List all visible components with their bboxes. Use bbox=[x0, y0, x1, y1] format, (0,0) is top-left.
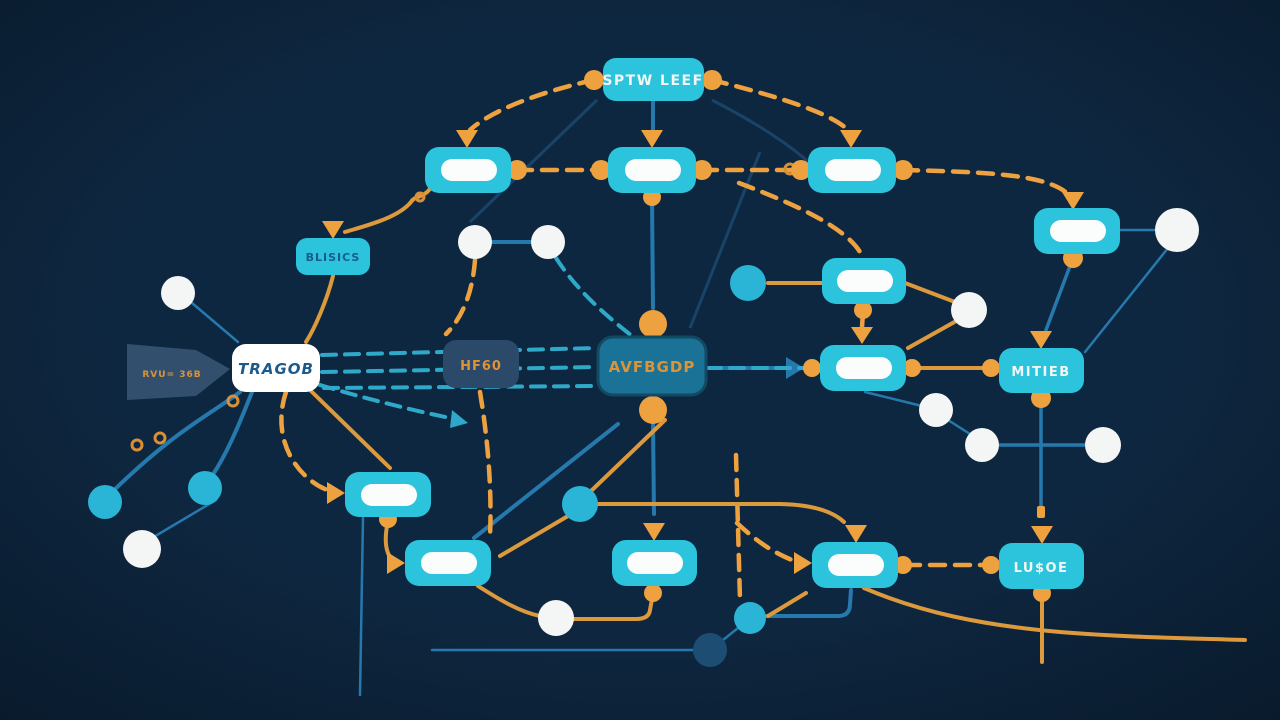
pill bbox=[361, 484, 417, 506]
blue-arrowhead bbox=[786, 357, 804, 379]
labeled-boxes: SPTW LEEF BLISICS TRAGOB HF60 AVFBGDP MI… bbox=[127, 58, 1084, 589]
node-blisics[interactable]: BLISICS bbox=[296, 238, 370, 275]
node-lusoe[interactable]: LU$OE bbox=[999, 543, 1084, 589]
white-circle[interactable] bbox=[161, 276, 195, 310]
edge-circle-to-tragob bbox=[190, 301, 240, 344]
lusoe-text: LU$OE bbox=[1014, 561, 1069, 576]
teal-circle[interactable] bbox=[88, 485, 122, 519]
edge-b-to-miteb bbox=[1044, 256, 1075, 332]
edge-navy-to-teal bbox=[721, 626, 740, 642]
white-circle[interactable] bbox=[1155, 208, 1199, 252]
node-top-label[interactable]: SPTW LEEF bbox=[602, 58, 704, 101]
pill bbox=[627, 552, 683, 574]
white-circle[interactable] bbox=[531, 225, 565, 259]
navy-circle[interactable] bbox=[693, 633, 727, 667]
top-label-text: SPTW LEEF bbox=[602, 73, 703, 89]
hf60-text: HF60 bbox=[460, 359, 502, 374]
pill bbox=[828, 554, 884, 576]
miteb-text: MITIEB bbox=[1011, 365, 1070, 380]
node-box-c1[interactable] bbox=[822, 258, 906, 304]
edge-c2-to-circle bbox=[863, 390, 924, 408]
pill bbox=[836, 357, 892, 379]
pill bbox=[625, 159, 681, 181]
blisics-text: BLISICS bbox=[306, 251, 361, 264]
node-box-b[interactable] bbox=[1034, 208, 1120, 254]
edge-teal-to-white bbox=[150, 498, 218, 540]
node-miteb[interactable]: MITIEB bbox=[999, 348, 1084, 393]
pill bbox=[1050, 220, 1106, 242]
tragob-text: TRAGOB bbox=[238, 360, 314, 378]
node-box-a1[interactable] bbox=[425, 147, 511, 193]
teal-circle[interactable] bbox=[188, 471, 222, 505]
node-avfbgdp[interactable]: AVFBGDP bbox=[596, 335, 708, 397]
white-circle[interactable] bbox=[1085, 427, 1121, 463]
arrowheads bbox=[322, 130, 1084, 574]
pill bbox=[837, 270, 893, 292]
teal-circle[interactable] bbox=[734, 602, 766, 634]
knot-marks bbox=[130, 162, 797, 452]
edge-a2-to-avf bbox=[650, 195, 655, 310]
node-box-a2[interactable] bbox=[608, 147, 696, 193]
node-box-d1[interactable] bbox=[345, 472, 431, 517]
teal-arrowhead bbox=[450, 410, 468, 428]
avfbgdp-text: AVFBGDP bbox=[609, 358, 696, 376]
edge-teal-elbow-d4 bbox=[762, 588, 853, 618]
edge-tragob-to-teal2 bbox=[210, 390, 254, 478]
node-tragob[interactable]: TRAGOB bbox=[232, 344, 320, 392]
banner-text: RVU= 36B bbox=[142, 370, 201, 380]
teal-circle[interactable] bbox=[562, 486, 598, 522]
node-box-d3[interactable] bbox=[612, 540, 697, 586]
node-hf60[interactable]: HF60 bbox=[443, 340, 519, 388]
avf-bottom-connector bbox=[639, 396, 667, 424]
node-box-d2[interactable] bbox=[405, 540, 491, 586]
white-circle[interactable] bbox=[538, 600, 574, 636]
background-lines bbox=[468, 98, 814, 329]
edge-avf-to-d3 bbox=[651, 422, 656, 516]
node-box-a3[interactable] bbox=[808, 147, 896, 193]
edge-circle-to-circle bbox=[946, 418, 972, 436]
edge-d1-down bbox=[358, 516, 365, 697]
white-circle[interactable] bbox=[919, 393, 953, 427]
teal-circle[interactable] bbox=[730, 265, 766, 301]
avf-top-connector bbox=[639, 310, 667, 338]
pill-boxes bbox=[345, 147, 1120, 588]
node-banner[interactable]: RVU= 36B bbox=[127, 344, 230, 400]
node-box-d4[interactable] bbox=[812, 542, 898, 588]
white-circle[interactable] bbox=[951, 292, 987, 328]
edge-diag-to-d2 bbox=[472, 422, 620, 540]
pill bbox=[825, 159, 881, 181]
pill bbox=[441, 159, 497, 181]
white-circle[interactable] bbox=[458, 225, 492, 259]
node-box-c2[interactable] bbox=[820, 345, 906, 391]
node-circles bbox=[88, 208, 1199, 667]
white-circle[interactable] bbox=[965, 428, 999, 462]
pill bbox=[421, 552, 477, 574]
white-circle[interactable] bbox=[123, 530, 161, 568]
edge-miteb-to-circle bbox=[1083, 246, 1170, 354]
